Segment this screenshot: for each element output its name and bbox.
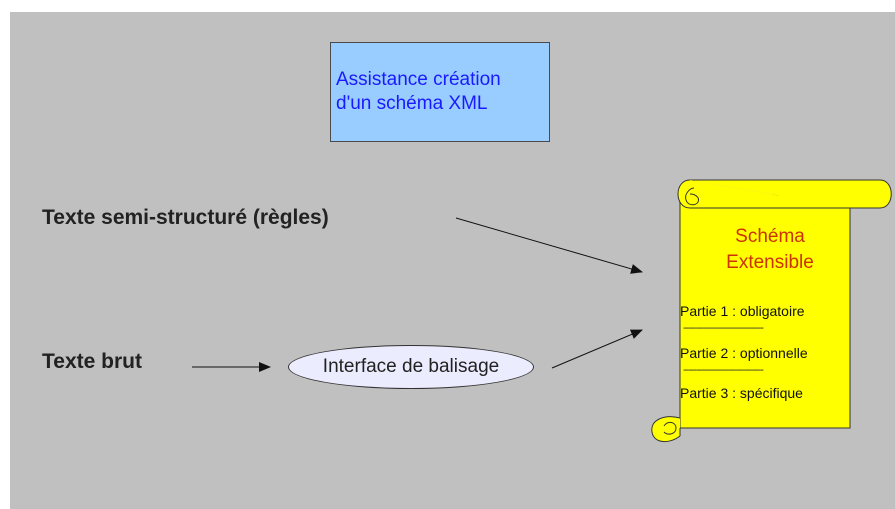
scroll-icon [651,179,892,442]
arrow-semi-to-schema [455,217,643,274]
schema-part-2: Partie 2 : optionnelle [680,345,808,361]
title-box: Assistance création d'un schéma XML [330,42,550,142]
schema-title-line-1: Schéma [735,226,805,247]
semi-structured-text-label: Texte semi-structuré (règles) [42,206,329,229]
schema-part-3: Partie 3 : spécifique [680,385,803,401]
raw-text-label: Texte brut [42,350,142,373]
title-line-1: Assistance création [336,69,501,90]
title-line-2: d'un schéma XML [336,93,488,114]
separator-2: ------------------------------ [683,364,764,376]
separator-1: ------------------------------ [683,322,764,334]
arrow-interface-to-schema [551,329,643,369]
schema-title-line-2: Extensible [726,252,814,273]
schema-title: Schéma Extensible [690,224,850,276]
schema-part-1: Partie 1 : obligatoire [680,303,805,319]
markup-interface-node: Interface de balisage [288,345,534,389]
